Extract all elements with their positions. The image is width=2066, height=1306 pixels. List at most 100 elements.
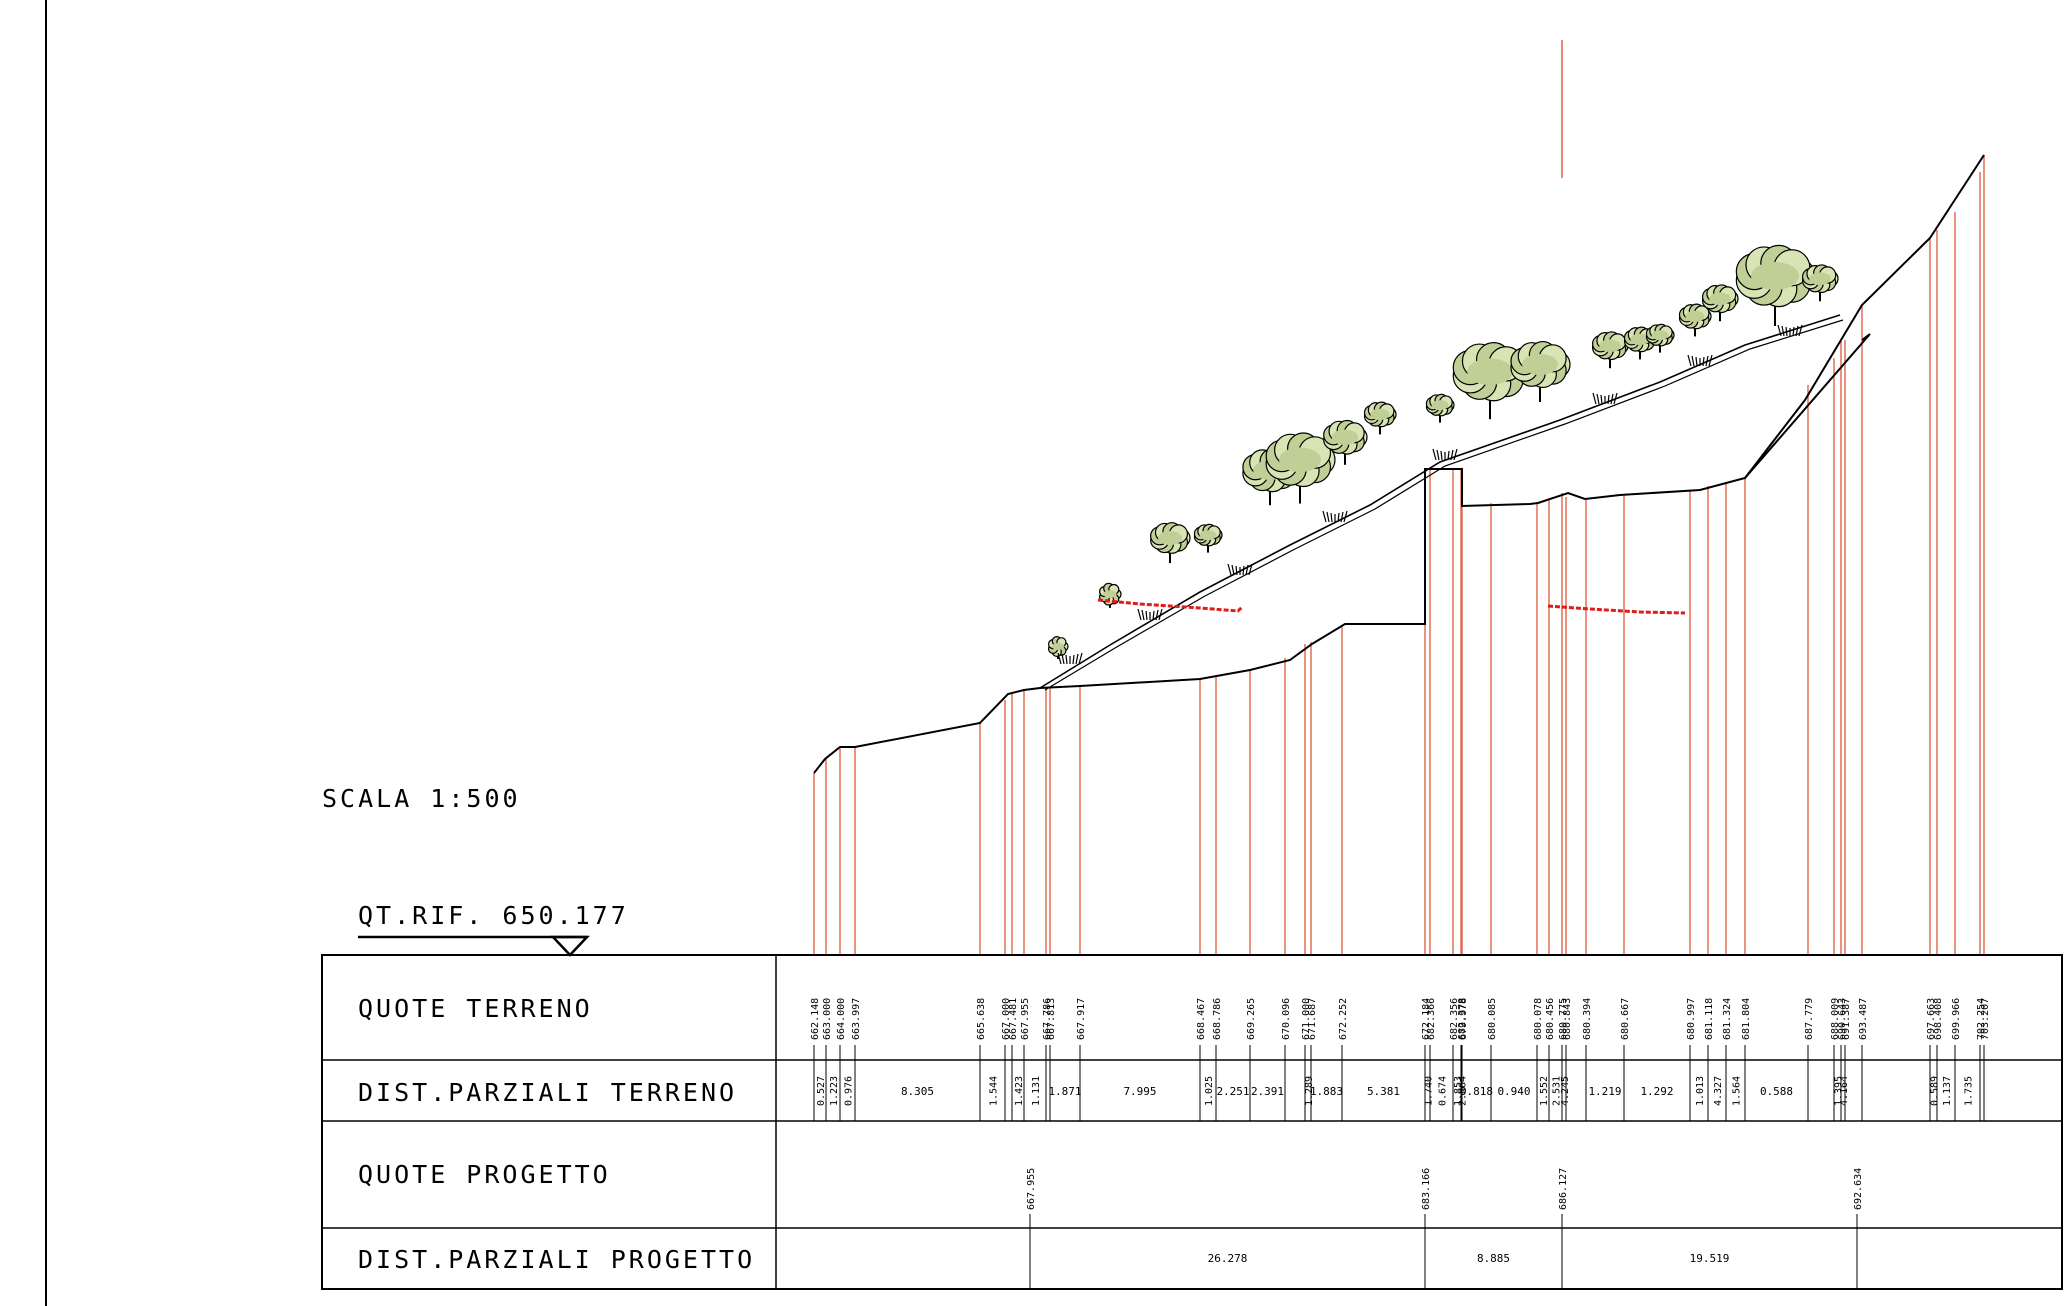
quota-terreno-value: 667.000 <box>1001 998 1012 1040</box>
tree-icon <box>1098 582 1122 608</box>
red-marker-left <box>1097 598 1244 613</box>
quota-terreno-value: 664.000 <box>836 998 847 1040</box>
dist-terreno-value: 1.853 <box>1453 1076 1464 1106</box>
dist-terreno-value: 7.995 <box>1123 1085 1156 1098</box>
dist-terreno-value: 1.871 <box>1048 1085 1081 1098</box>
quota-terreno-value: 680.085 <box>1487 998 1498 1040</box>
dist-terreno-value: 1.013 <box>1695 1076 1706 1106</box>
dist-terreno-value: 1.292 <box>1640 1085 1673 1098</box>
reference-label: QT.RIF. 650.177 <box>358 901 629 930</box>
quota-terreno-value: 699.966 <box>1951 998 1962 1040</box>
tree-icon <box>1801 264 1839 302</box>
dist-terreno-value: 2.864 <box>1458 1076 1469 1106</box>
quota-terreno-value: 698.408 <box>1933 998 1944 1040</box>
dist-terreno-value: 4.164 <box>1839 1076 1850 1106</box>
station-lines <box>813 155 1985 955</box>
quota-terreno-value: 668.786 <box>1212 998 1223 1040</box>
dist-terreno-value: 1.223 <box>829 1076 840 1106</box>
tree-icon <box>1323 419 1368 465</box>
quota-terreno-value: 680.456 <box>1545 998 1556 1040</box>
dist-terreno-value: 0.940 <box>1497 1085 1530 1098</box>
tree-icon <box>1591 331 1629 369</box>
upper-profile-line <box>1744 154 1985 479</box>
quota-progetto-value: 692.634 <box>1853 1168 1864 1210</box>
dist-terreno-value: 5.381 <box>1367 1085 1400 1098</box>
dist-terreno-value: 1.544 <box>989 1076 1000 1106</box>
quota-terreno-value: 662.148 <box>810 998 821 1040</box>
terrain-profile-line <box>813 333 1871 774</box>
dist-terreno-value: 8.305 <box>901 1085 934 1098</box>
red-marker-right <box>1547 604 1686 615</box>
dist-terreno-value: 1.219 <box>1588 1085 1621 1098</box>
quota-terreno-value: 679.978 <box>1458 998 1469 1040</box>
tree-icon <box>1150 522 1191 563</box>
row-label-dist-terreno: DIST.PARZIALI TERRENO <box>358 1078 737 1107</box>
quota-terreno-value: 688.009 <box>1830 998 1841 1040</box>
quota-terreno-value: 680.997 <box>1686 998 1697 1040</box>
dist-terreno-value: 1.735 <box>1964 1076 1975 1106</box>
quota-terreno-value: 663.000 <box>822 998 833 1040</box>
tree-icon <box>1645 323 1675 353</box>
dist-terreno-value: 1.395 <box>1834 1076 1845 1106</box>
quota-terreno-value: 680.667 <box>1620 998 1631 1040</box>
tree-icon <box>1425 393 1455 423</box>
dist-terreno-value: 2.531 <box>1552 1076 1563 1106</box>
quota-terreno-value: 667.813 <box>1046 998 1057 1040</box>
row-label-quote-terreno: QUOTE TERRENO <box>358 994 593 1023</box>
row-label-quote-progetto: QUOTE PROGETTO <box>358 1160 611 1189</box>
quota-terreno-value: 697.663 <box>1926 998 1937 1040</box>
dist-terreno-value: 2.251 <box>1216 1085 1249 1098</box>
dist-terreno-value: 1.137 <box>1942 1076 1953 1106</box>
dist-terreno-value: 1.883 <box>1310 1085 1343 1098</box>
reference-triangle-icon <box>550 935 590 957</box>
dist-terreno-value: 4.245 <box>1560 1076 1571 1106</box>
dist-terreno-value: 0.818 <box>1460 1085 1493 1098</box>
dist-terreno-value: 0.527 <box>816 1076 827 1106</box>
quota-terreno-value: 681.118 <box>1704 998 1715 1040</box>
tree-icon <box>1265 432 1336 504</box>
grass-icon <box>1057 652 1083 665</box>
quota-terreno-value: 682.356 <box>1449 998 1460 1040</box>
quota-terreno-value: 671.000 <box>1301 998 1312 1040</box>
tree-icon <box>1678 303 1712 337</box>
dist-terreno-value: 0.976 <box>844 1076 855 1106</box>
quota-terreno-value: 670.096 <box>1281 998 1292 1040</box>
quota-terreno-value: 703.207 <box>1980 998 1991 1040</box>
tree-icon <box>1701 284 1739 322</box>
quota-terreno-value: 681.324 <box>1722 998 1733 1040</box>
quota-terreno-value: 690.643 <box>1837 998 1848 1040</box>
dist-terreno-value: 1.131 <box>1031 1076 1042 1106</box>
quota-terreno-value: 682.378 <box>1457 998 1468 1040</box>
quota-progetto-value: 683.166 <box>1421 1168 1432 1210</box>
dist-progetto-value: 8.885 <box>1477 1252 1510 1265</box>
quota-terreno-value: 667.917 <box>1076 998 1087 1040</box>
quota-terreno-value: 665.638 <box>976 998 987 1040</box>
quota-terreno-value: 663.997 <box>851 998 862 1040</box>
tree-icon <box>1510 340 1571 402</box>
dist-terreno-value: 1.289 <box>1304 1076 1315 1106</box>
quota-terreno-value: 682.366 <box>1426 998 1437 1040</box>
quota-terreno-value: 702.254 <box>1976 998 1987 1040</box>
quota-terreno-value: 680.394 <box>1582 998 1593 1040</box>
dist-terreno-value: 1.025 <box>1204 1076 1215 1106</box>
profile-table: QUOTE TERRENO DIST.PARZIALI TERRENO QUOT… <box>321 954 2063 1290</box>
grass-icon <box>1137 608 1163 621</box>
slope-surface-line-2 <box>1044 319 1844 691</box>
quota-progetto-value: 686.127 <box>1558 1168 1569 1210</box>
tree-icon <box>1452 342 1529 420</box>
row-label-dist-progetto: DIST.PARZIALI PROGETTO <box>358 1245 755 1274</box>
quota-terreno-value: 667.481 <box>1008 998 1019 1040</box>
quota-terreno-value: 667.955 <box>1020 998 1031 1040</box>
tree-icon <box>1735 244 1816 326</box>
quota-progetto-value: 667.955 <box>1026 1168 1037 1210</box>
quota-terreno-value: 667.786 <box>1042 998 1053 1040</box>
scale-label: SCALA 1:500 <box>322 784 521 813</box>
dist-terreno-value: 1.423 <box>1014 1076 1025 1106</box>
quota-terreno-value: 680.775 <box>1558 998 1569 1040</box>
quota-terreno-value: 672.184 <box>1421 998 1432 1040</box>
quota-terreno-value: 693.487 <box>1858 998 1869 1040</box>
quota-terreno-value: 672.252 <box>1338 998 1349 1040</box>
grass-icon <box>1432 448 1458 461</box>
